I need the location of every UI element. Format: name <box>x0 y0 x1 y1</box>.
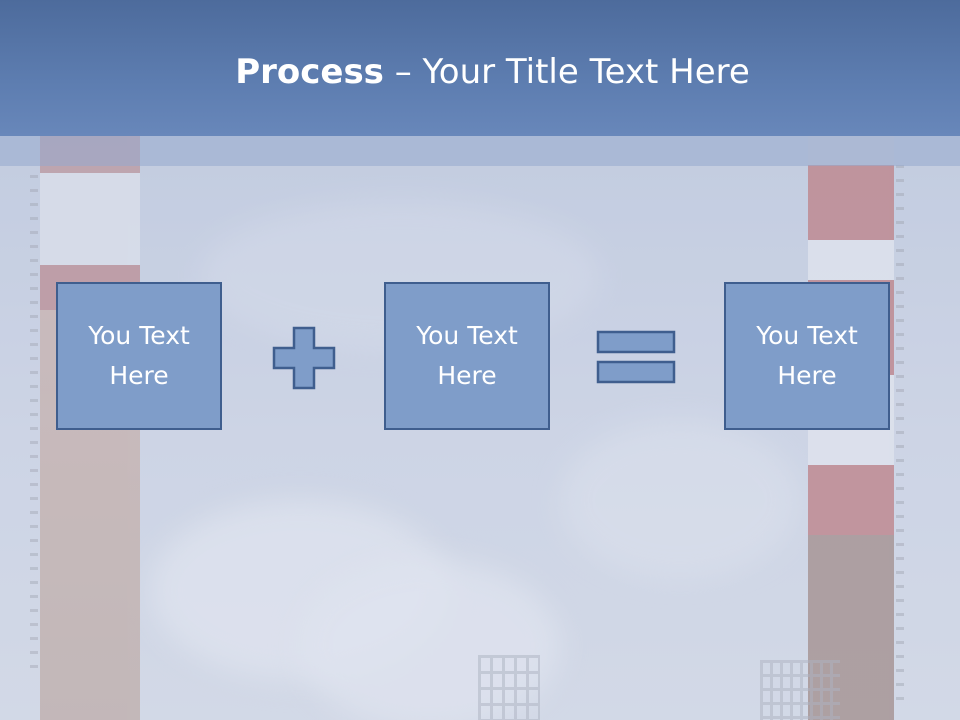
industrial-platform-image <box>760 660 840 720</box>
process-box-label: You Text Here <box>88 321 190 390</box>
industrial-tower-image <box>478 655 540 720</box>
process-box-label: You Text Here <box>756 321 858 390</box>
title-bar-band <box>0 136 960 166</box>
process-box-1[interactable]: You Text Here <box>56 282 222 430</box>
slide-title[interactable]: Process – Your Title Text Here <box>0 52 960 92</box>
background-cloud <box>560 420 800 580</box>
title-bold-text: Process <box>235 52 384 92</box>
process-box-2[interactable]: You Text Here <box>384 282 550 430</box>
plus-icon <box>272 326 336 390</box>
title-bar <box>0 0 960 136</box>
title-rest-text: – Your Title Text Here <box>383 52 750 92</box>
process-box-label: You Text Here <box>416 321 518 390</box>
process-box-3[interactable]: You Text Here <box>724 282 890 430</box>
equals-icon <box>596 330 676 384</box>
